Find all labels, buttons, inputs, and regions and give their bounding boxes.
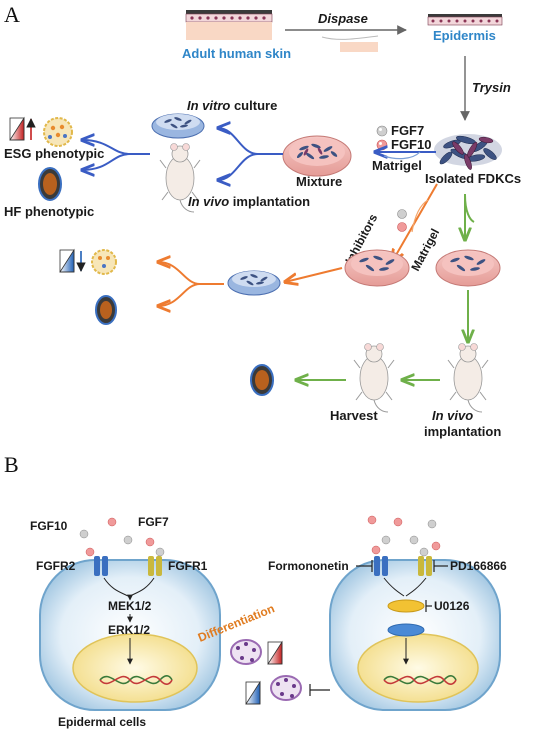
ligand-droplets-right — [367, 515, 441, 557]
dermis-piece — [340, 42, 378, 52]
erk-oval — [387, 623, 425, 637]
fgfr2-label: FGFR2 — [36, 559, 76, 573]
fgf7-droplet — [376, 125, 388, 137]
in-vivo2-italic: In vivo — [432, 408, 473, 423]
peeled-layer-line — [321, 35, 379, 40]
left-cell — [39, 559, 221, 711]
right-fgfr-blue — [374, 556, 388, 576]
right-fgfr-yellow — [418, 556, 432, 576]
decrease-indicator — [59, 248, 86, 273]
differentiated-cell-cluster-bottom — [270, 675, 302, 701]
dna-helix-left — [99, 675, 173, 685]
hf-result-icon — [250, 364, 274, 396]
esg-phenotypic-label: ESG phenotypic — [4, 146, 104, 161]
pd166866-label: PD166866 — [450, 559, 507, 573]
mek-oval — [387, 599, 425, 613]
in-vitro-dish — [151, 113, 205, 139]
in-vivo-rest: implantation — [229, 194, 310, 209]
green-curl — [464, 194, 475, 223]
in-vitro-italic: In vitro — [187, 98, 230, 113]
in-vitro-label: In vitro culture — [187, 98, 277, 113]
isolated-fdkcs-cluster — [434, 134, 502, 170]
fgfr1-receptor — [148, 556, 162, 576]
decrease-indicator-b — [245, 680, 261, 705]
panel-a-label: A — [4, 2, 20, 27]
in-vitro-rest: culture — [230, 98, 277, 113]
differentiated-cell-cluster-top — [230, 639, 262, 665]
fgf10-droplet — [376, 139, 388, 151]
matrigel-swoosh — [383, 151, 421, 160]
fgf7-label: FGF7 — [391, 123, 424, 138]
mouse-icon — [159, 143, 201, 213]
hf-phenotypic-label: HF phenotypic — [4, 204, 94, 219]
mixture-dish — [282, 135, 352, 177]
panel-b-label: B — [4, 452, 19, 477]
in-vivo-label: In vivo implantation — [188, 194, 310, 209]
erk-label: ERK1/2 — [108, 623, 150, 637]
inhibitor-droplets — [397, 209, 407, 232]
epidermis-label: Epidermis — [433, 28, 496, 43]
orange-fork-arrows — [158, 262, 224, 306]
trysin-label: Trysin — [472, 80, 511, 95]
mixture-fork-arrows — [218, 128, 283, 180]
implant-mouse-icon — [447, 343, 489, 413]
hf-organoid-icon — [38, 167, 62, 201]
phenotype-fork-arrows — [82, 140, 150, 170]
isolated-fdkcs-label: Isolated FDKCs — [425, 171, 521, 186]
inhibitor-swoosh — [411, 199, 429, 233]
formononetin-label: Formononetin — [268, 559, 349, 573]
hf-organoid-small-icon — [95, 295, 117, 325]
fgf10-label: FGF10 — [391, 137, 431, 152]
esg-organoid-small-icon — [91, 249, 117, 275]
epidermal-cells-label: Epidermal cells — [58, 715, 146, 729]
ligand-droplets-left — [79, 517, 165, 557]
increase-indicator — [9, 116, 36, 141]
fgfr2-receptor — [94, 556, 108, 576]
mixture-label: Mixture — [296, 174, 342, 189]
control-dish — [435, 249, 501, 287]
adult-skin-illustration — [185, 10, 273, 40]
matrigel-top-label: Matrigel — [372, 158, 422, 173]
mek-label: MEK1/2 — [108, 599, 152, 613]
esg-organoid-icon — [43, 117, 73, 147]
dna-helix-right — [383, 675, 457, 685]
inhibitor-dish — [344, 249, 410, 287]
increase-indicator-b — [267, 640, 283, 665]
epidermis-illustration — [427, 14, 503, 26]
fgf10-b-label: FGF10 — [30, 519, 68, 533]
u0126-label: U0126 — [434, 599, 470, 613]
to-orange-culture-arrow — [285, 267, 343, 282]
inhibitor-culture-dish — [227, 270, 281, 296]
dispase-label: Dispase — [318, 11, 368, 26]
adult-skin-label: Adult human skin — [182, 46, 291, 61]
implantation2-label: implantation — [424, 424, 501, 439]
fgf7-b-label: FGF7 — [138, 515, 169, 529]
right-converge-lines — [383, 577, 427, 597]
harvest-mouse-icon — [353, 343, 395, 413]
in-vivo-italic: In vivo — [188, 194, 229, 209]
fgfr1-label: FGFR1 — [168, 559, 208, 573]
harvest-label: Harvest — [330, 408, 378, 423]
